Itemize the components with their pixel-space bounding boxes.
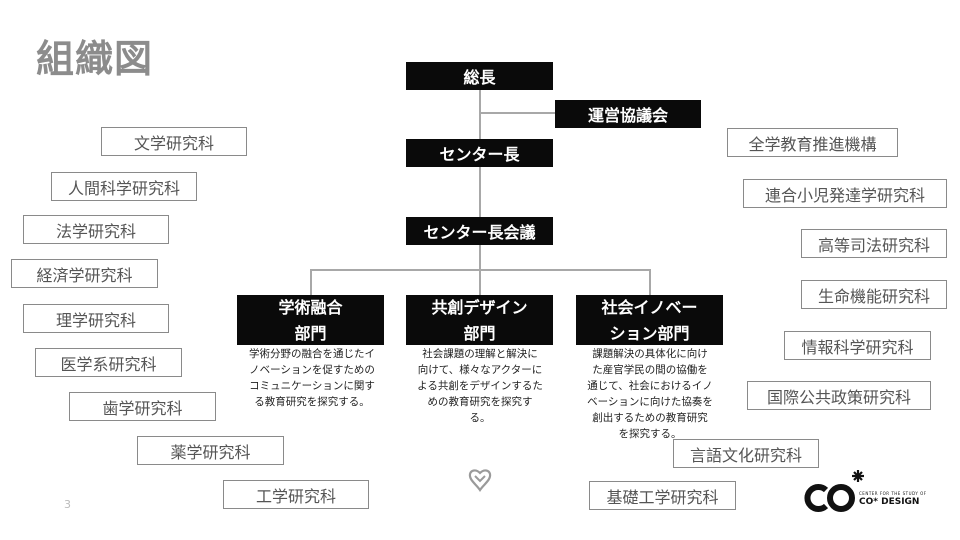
unit-box-engineering-science: 基礎工学研究科 xyxy=(589,481,736,510)
department-box-social-innovation: 社会イノベー ション部門 xyxy=(576,295,723,345)
unit-box-engineering: 工学研究科 xyxy=(223,480,369,509)
connector-center-drop xyxy=(479,269,481,295)
department-description: 学術分野の融合を通じたイ ノベーションを促すための コミュニケーションに関す る… xyxy=(249,348,375,408)
unit-box-law: 法学研究科 xyxy=(23,215,169,244)
council-box: 運営協議会 xyxy=(555,100,701,128)
department-description: 社会課題の理解と解決に 向けて、様々なアクターに よる共創をデザインするた めの… xyxy=(417,348,543,424)
directors-meeting-box: センター長会議 xyxy=(406,217,553,245)
logo-caption-small: CENTER FOR THE STUDY OF xyxy=(859,491,927,496)
logo-caption-main: CO* DESIGN xyxy=(859,497,920,507)
director-box: センター長 xyxy=(406,139,553,167)
department-title-line1: 学術融合 xyxy=(278,298,343,317)
department-box-co-creation: 共創デザイン 部門 xyxy=(406,295,553,345)
unit-box-dentistry: 歯学研究科 xyxy=(69,392,216,421)
department-title-line2: 部門 xyxy=(463,324,496,343)
department-title-line2: 部門 xyxy=(294,324,327,343)
unit-box-medicine: 医学系研究科 xyxy=(35,348,182,377)
connector-council xyxy=(479,112,555,114)
unit-box-child-development: 連合小児発達学研究科 xyxy=(743,179,947,208)
president-box: 総長 xyxy=(406,62,553,90)
university-emblem-icon xyxy=(466,466,494,498)
department-description: 課題解決の具体化に向け た産官学民の間の協働を 通じて、社会におけるイノ ベーシ… xyxy=(587,348,713,440)
department-title-line2: ション部門 xyxy=(609,324,690,343)
unit-box-science: 理学研究科 xyxy=(23,304,169,333)
page-number: 3 xyxy=(64,498,71,511)
department-box-academic-fusion: 学術融合 部門 xyxy=(237,295,384,345)
unit-box-international-public-policy: 国際公共政策研究科 xyxy=(747,381,931,410)
connector-left-drop xyxy=(310,269,312,295)
connector-spine xyxy=(479,90,481,270)
unit-box-frontier-biosciences: 生命機能研究科 xyxy=(801,280,947,309)
unit-box-law-school: 高等司法研究科 xyxy=(801,229,947,258)
unit-box-information-science: 情報科学研究科 xyxy=(784,331,931,360)
page-title: 組織図 xyxy=(36,36,154,81)
department-title-line1: 社会イノベー xyxy=(601,298,698,317)
unit-box-education-promotion: 全学教育推進機構 xyxy=(727,128,898,157)
unit-box-human-sciences: 人間科学研究科 xyxy=(51,172,197,201)
co-design-logo-icon xyxy=(802,466,864,520)
unit-box-economics: 経済学研究科 xyxy=(11,259,158,288)
department-title-line1: 共創デザイン xyxy=(431,298,528,317)
connector-right-drop xyxy=(649,269,651,295)
unit-box-language-culture: 言語文化研究科 xyxy=(673,439,819,468)
unit-box-pharmacy: 薬学研究科 xyxy=(137,436,284,465)
unit-box-letters: 文学研究科 xyxy=(101,127,247,156)
